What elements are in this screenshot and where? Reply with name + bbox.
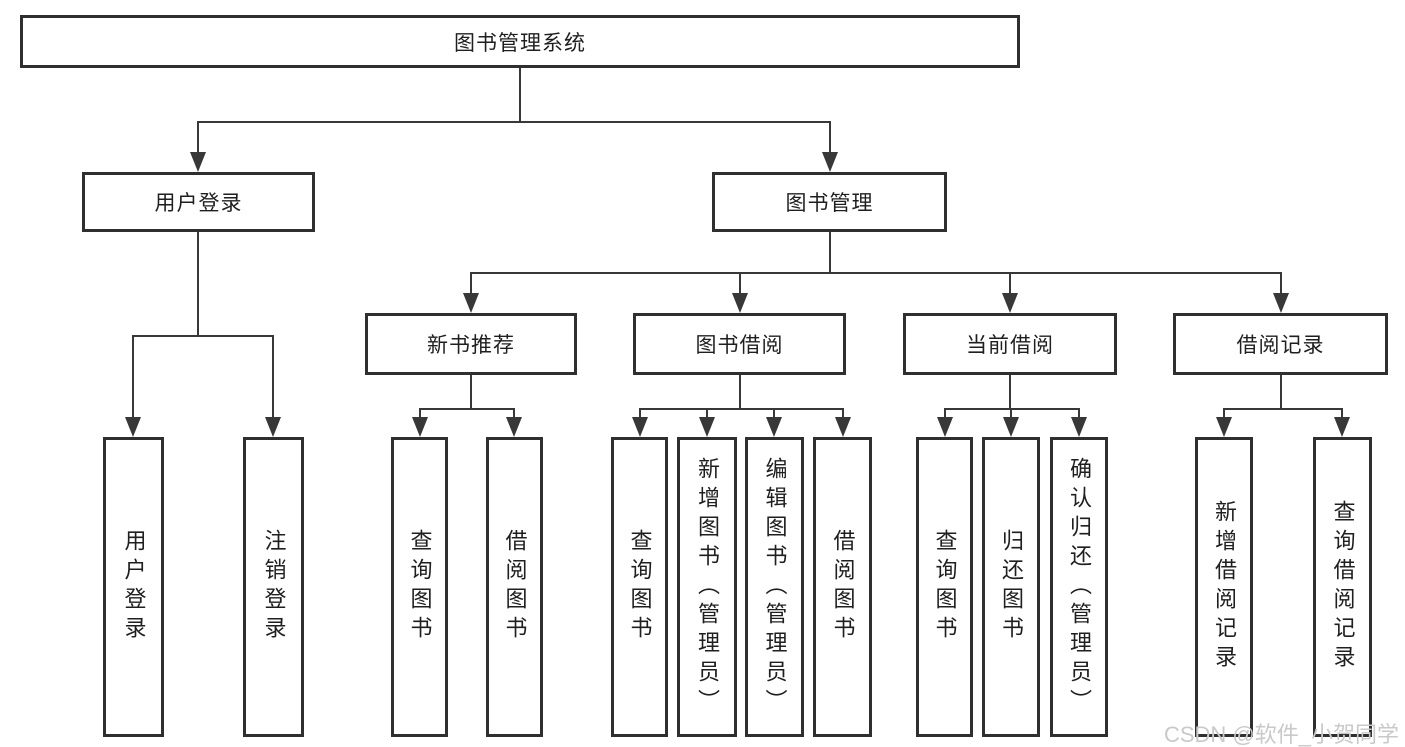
arrow-down-icon <box>766 417 782 437</box>
leaf-add-books-admin: 新增图书（管理员） <box>677 437 737 737</box>
node-label: 注销登录 <box>261 529 287 645</box>
connector-bus-line <box>944 408 1080 410</box>
connector-drop-line <box>419 408 421 419</box>
connector-drop-line <box>272 335 274 419</box>
node-label: 图书借阅 <box>695 334 784 357</box>
node-label: 查询借阅记录 <box>1330 500 1356 674</box>
connector-drop-line <box>639 408 641 419</box>
connector-bus-line <box>197 121 831 123</box>
arrow-down-icon <box>1216 417 1232 437</box>
arrow-down-icon <box>125 417 141 437</box>
connector-drop-line <box>470 272 472 295</box>
node-borrowing-records: 借阅记录 <box>1173 313 1388 375</box>
arrow-down-icon <box>1334 417 1350 437</box>
node-current-borrowing: 当前借阅 <box>903 313 1117 375</box>
arrow-down-icon <box>463 293 479 313</box>
connector-drop-line <box>1078 408 1080 419</box>
node-label: 图书管理系统 <box>454 31 586 55</box>
connector-bus-line <box>470 272 1282 274</box>
connector-drop-line <box>197 121 199 154</box>
connector-drop-line <box>1010 408 1012 419</box>
connector-drop-line <box>739 272 741 295</box>
node-label: 查询图书 <box>627 529 653 645</box>
node-label: 编辑图书（管理员） <box>762 456 788 718</box>
connector-bus-line <box>639 408 844 410</box>
node-label: 归还图书 <box>999 529 1024 645</box>
arrow-down-icon <box>1003 417 1019 437</box>
arrow-down-icon <box>732 293 748 313</box>
csdn-watermark: CSDN @软件_小贺同学 <box>1163 722 1399 747</box>
arrow-down-icon <box>822 152 838 172</box>
node-label: 查询图书 <box>932 529 958 645</box>
connector-stem-line <box>197 232 199 337</box>
node-label: 新增借阅记录 <box>1212 500 1237 674</box>
leaf-return-books: 归还图书 <box>982 437 1040 737</box>
arrow-down-icon <box>1273 293 1289 313</box>
arrow-down-icon <box>835 417 851 437</box>
connector-drop-line <box>706 408 708 419</box>
arrow-down-icon <box>937 417 953 437</box>
node-label: 借阅记录 <box>1236 334 1325 357</box>
arrow-down-icon <box>190 152 206 172</box>
connector-drop-line <box>944 408 946 419</box>
arrow-down-icon <box>412 417 428 437</box>
connector-stem-line <box>519 68 521 123</box>
node-label: 图书管理 <box>785 192 874 215</box>
connector-bus-line <box>1223 408 1343 410</box>
arrow-down-icon <box>699 417 715 437</box>
node-new-book-recommend: 新书推荐 <box>365 313 577 375</box>
node-book-management: 图书管理 <box>712 172 947 232</box>
node-label: 用户登录 <box>121 529 147 645</box>
leaf-logout-login: 注销登录 <box>243 437 304 737</box>
node-label: 确认归还（管理员） <box>1067 456 1092 718</box>
connector-stem-line <box>829 232 831 274</box>
node-label: 新增图书（管理员） <box>695 456 720 718</box>
connector-drop-line <box>1280 272 1282 295</box>
leaf-confirm-return-admin: 确认归还（管理员） <box>1050 437 1108 737</box>
arrow-down-icon <box>1071 417 1087 437</box>
connector-drop-line <box>842 408 844 419</box>
connector-bus-line <box>419 408 515 410</box>
arrow-down-icon <box>1002 293 1018 313</box>
connector-drop-line <box>513 408 515 419</box>
connector-drop-line <box>1223 408 1225 419</box>
node-label: 新书推荐 <box>427 334 515 357</box>
connector-drop-line <box>1341 408 1343 419</box>
node-label: 当前借阅 <box>966 334 1054 357</box>
arrow-down-icon <box>632 417 648 437</box>
connector-stem-line <box>739 375 741 410</box>
connector-stem-line <box>1009 375 1011 410</box>
node-book-borrowing: 图书借阅 <box>633 313 846 375</box>
leaf-edit-books-admin: 编辑图书（管理员） <box>745 437 804 737</box>
connector-stem-line <box>1280 375 1282 410</box>
connector-drop-line <box>1009 272 1011 295</box>
node-library-management-system: 图书管理系统 <box>20 15 1020 68</box>
connector-drop-line <box>132 335 134 419</box>
node-user-login: 用户登录 <box>82 172 315 232</box>
leaf-borrow-books: 借阅图书 <box>813 437 872 737</box>
connector-drop-line <box>773 408 775 419</box>
leaf-borrow-books-recommend: 借阅图书 <box>486 437 543 737</box>
connector-bus-line <box>132 335 274 337</box>
arrow-down-icon <box>265 417 281 437</box>
node-label: 借阅图书 <box>502 529 528 645</box>
node-label: 用户登录 <box>154 192 243 215</box>
leaf-query-books-borrow: 查询图书 <box>611 437 668 737</box>
connector-stem-line <box>470 375 472 410</box>
node-label: 借阅图书 <box>830 529 856 645</box>
leaf-user-login: 用户登录 <box>103 437 164 737</box>
connector-drop-line <box>829 121 831 154</box>
leaf-query-books-current: 查询图书 <box>916 437 973 737</box>
node-label: 查询图书 <box>407 529 433 645</box>
leaf-query-borrow-record: 查询借阅记录 <box>1313 437 1372 737</box>
leaf-query-books-recommend: 查询图书 <box>391 437 448 737</box>
leaf-add-borrow-record: 新增借阅记录 <box>1195 437 1253 737</box>
arrow-down-icon <box>506 417 522 437</box>
